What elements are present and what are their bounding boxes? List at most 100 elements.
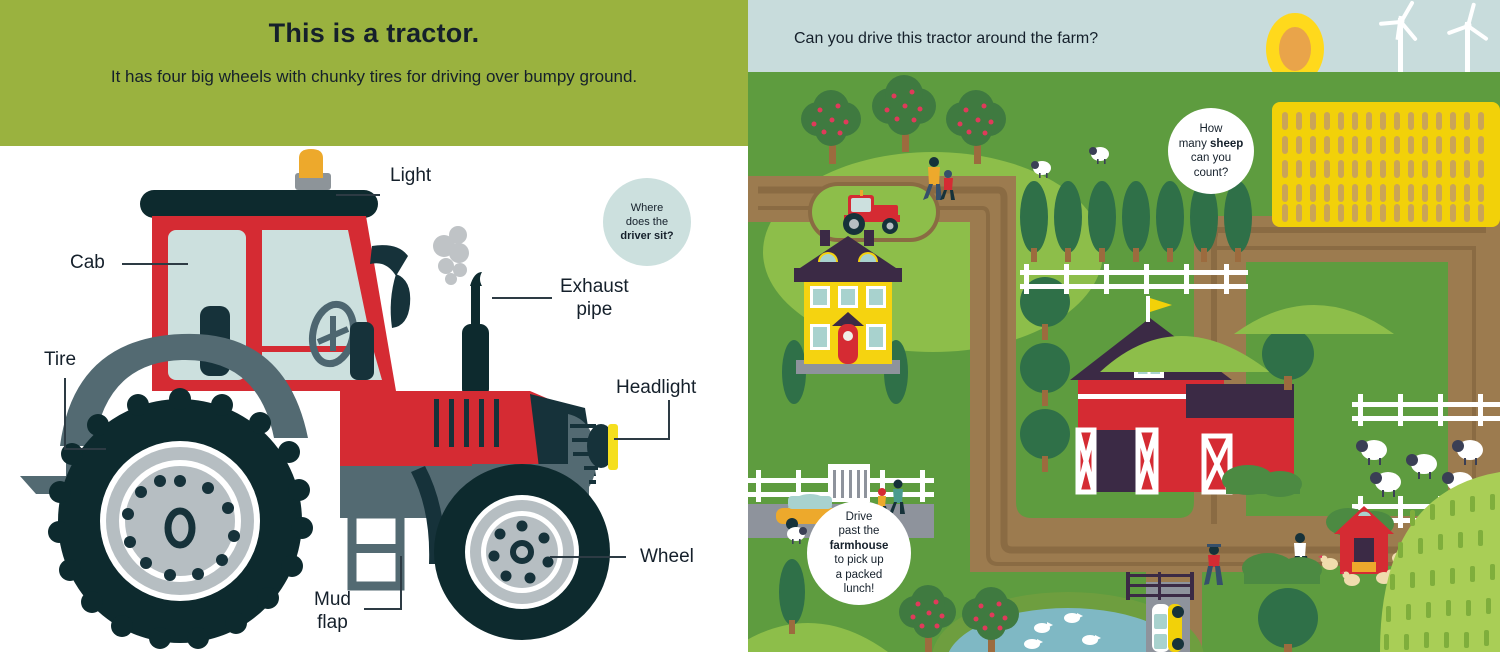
apple-tree [872,75,936,152]
hill-behind-barn [1100,336,1270,372]
sheep-near-bubble [787,527,807,544]
barn-wing-roof [1186,384,1294,420]
cab-pillar-dark [350,322,374,380]
hood-vents [434,399,499,447]
label-mud-flap: Mud flap [314,589,351,633]
track-groove-outer [758,186,1488,554]
wind-turbine-2 [1447,2,1489,84]
wind-turbines-group [1379,0,1489,84]
sheep [1089,147,1109,164]
coop-window [1358,511,1371,516]
duck [1024,639,1043,649]
exhaust-pipe [462,324,489,398]
rear-fender [60,333,308,446]
question-bubble-driver: Where does the driver sit? [603,178,691,266]
sheep-group-pasture [1356,440,1483,497]
leader-headlight-h [614,438,670,440]
garden-gate[interactable] [828,464,870,502]
exhaust-tip [470,272,482,286]
left-header-band [0,0,748,146]
tractor-illustration [20,149,618,649]
rear-hub [164,507,196,549]
rear-wheel-bolts [122,475,240,581]
chicken [1318,555,1338,570]
poplar-tree [1122,181,1150,262]
leader-tire-v [64,378,66,450]
duck [1064,613,1083,623]
page-title: This is a tractor. [268,18,480,48]
chicken-coop [1318,506,1413,586]
label-wheel: Wheel [640,546,694,567]
round-tree-column [1020,277,1070,472]
leader-cab [122,263,188,265]
fence-sheep-pasture-top [1352,394,1500,426]
flag-pole [1146,296,1150,322]
chimney [864,230,874,246]
bubble-farmhouse-l5: a packed [835,568,883,581]
dormer-window [820,254,836,262]
bubble-sheep-l2: many sheep [1179,137,1244,152]
bubble-driver-l1: Where [630,202,664,214]
farm-gate[interactable] [1126,572,1194,600]
side-mirror [390,274,411,328]
label-headlight: Headlight [616,377,697,398]
apple-tree-group-top [801,75,1006,164]
coop-roof [1334,506,1394,534]
sheep [1452,440,1483,465]
farmhouse [794,230,902,374]
farm-entrance [1126,572,1194,652]
crop-field [1380,472,1500,652]
chimney [820,230,830,246]
steering-spokes [316,316,350,351]
round-tree [1020,409,1070,472]
person-walking-adult [923,157,942,200]
farmhouse-windows [810,286,886,350]
poplar-tree [1190,181,1218,262]
barn-main-door [1092,430,1140,492]
instruction-bubble-farmhouse: Drive past the farmhouse to pick up a pa… [807,501,911,605]
leader-tire-h [64,448,106,450]
sheep [1031,161,1051,178]
leader-wheel [550,556,626,558]
poplar-tree [1054,181,1082,262]
bubble-driver-l3: driver sit? [620,230,674,242]
poplar-tree [782,340,806,404]
headlight-lens-icon [608,424,618,470]
leader-headlight-v [668,400,670,440]
coop-door [1354,538,1374,564]
wind-turbine-1 [1379,0,1418,84]
step-rung [352,544,400,553]
dormer-window [860,254,876,262]
door-canopy [832,312,864,326]
bubble-farmhouse-l1: Drive [845,510,873,523]
poplar-tree [1088,181,1116,262]
tractor-token-slot[interactable] [808,182,940,242]
front-wheel-assembly [434,464,610,640]
barn-trim [1078,394,1224,399]
sky-band [748,0,1500,80]
poplar-tree [1224,181,1252,262]
label-light: Light [390,165,432,186]
track-groove-inner [758,206,1488,566]
hill-lower-left [748,623,888,652]
sheep [1406,454,1437,479]
farm-map-scene [748,75,1500,652]
bush-cluster-bottom [1242,553,1322,584]
bubble-sheep-l2-bold: sheep [1210,137,1244,150]
cab-front-window [262,230,372,346]
leader-exhaust [492,297,552,299]
bubble-farmhouse-l4: to pick up [834,554,884,566]
bush-cluster-barn [1222,465,1302,497]
round-tree [1262,328,1314,390]
duck [1034,622,1053,633]
bubble-sheep-l4: count? [1193,166,1229,179]
bubble-farmhouse-l6: lunch! [843,583,875,595]
duck-group [1024,613,1101,649]
poplar-row-left [1020,181,1252,262]
coop-ramp [1352,562,1376,572]
poplar-tree [1020,181,1048,262]
tractor-token[interactable] [843,190,900,235]
leader-mudflap-v [400,556,402,610]
front-door [838,324,858,364]
